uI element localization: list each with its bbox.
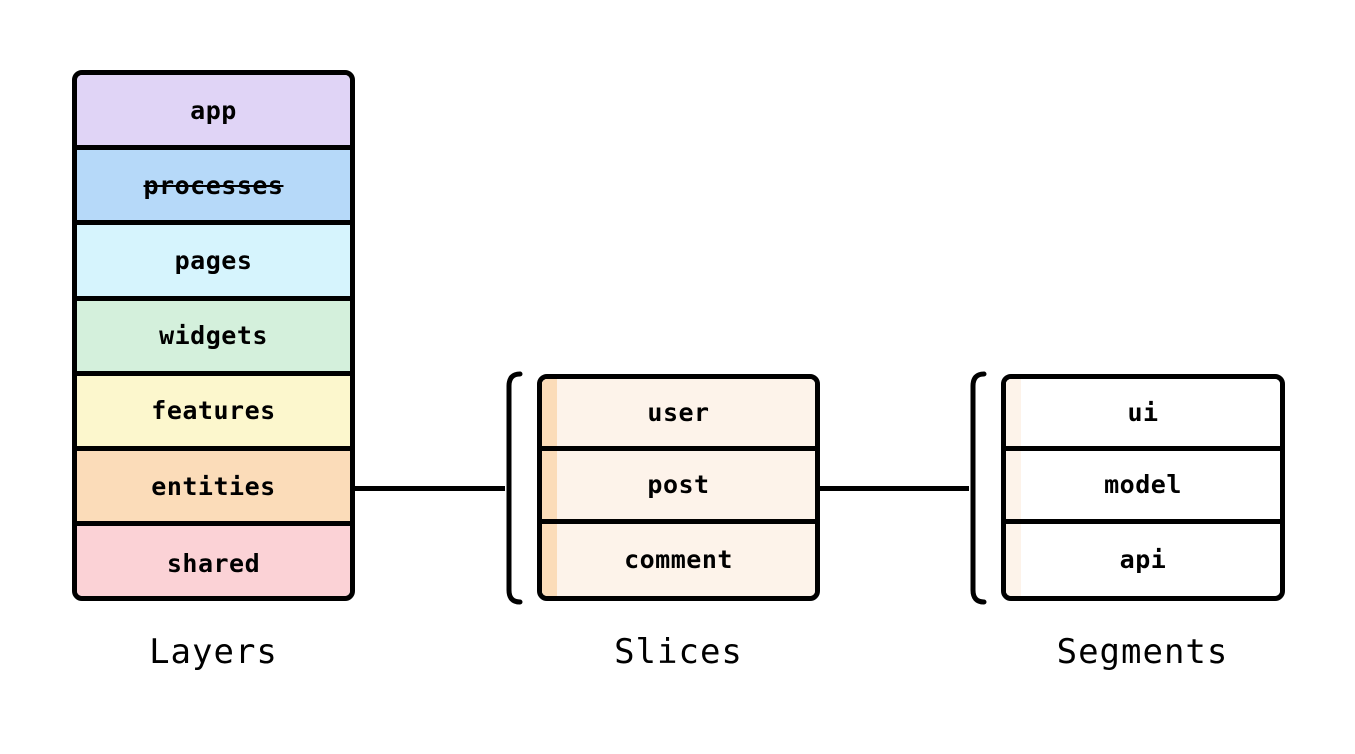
layer-label-shared: shared	[166, 549, 261, 579]
slice-row-post[interactable]: post	[542, 451, 815, 524]
segment-row-model[interactable]: model	[1006, 451, 1280, 524]
slice-row-user[interactable]: user	[542, 379, 815, 452]
connector-post-to-segments	[816, 486, 969, 491]
slice-stripe	[542, 451, 557, 519]
layer-label-entities: entities	[151, 471, 276, 501]
segment-stripe	[1006, 523, 1021, 596]
layer-label-processes: processes	[143, 170, 284, 200]
segment-label-ui: ui	[1127, 398, 1159, 428]
segment-stripe	[1006, 451, 1021, 519]
layer-row-shared[interactable]: shared	[77, 526, 350, 596]
bracket-segments-icon	[960, 370, 987, 606]
caption-segments: Segments	[1056, 632, 1229, 672]
layer-label-pages: pages	[174, 245, 253, 275]
layer-row-processes[interactable]: processes	[77, 150, 350, 226]
layer-row-features[interactable]: features	[77, 375, 350, 451]
segment-label-model: model	[1104, 470, 1182, 500]
segment-stripe	[1006, 379, 1021, 447]
connector-entities-to-slices	[352, 486, 505, 491]
segment-row-ui[interactable]: ui	[1006, 379, 1280, 452]
layer-row-app[interactable]: app	[77, 75, 350, 151]
slice-row-comment[interactable]: comment	[542, 523, 815, 596]
segment-row-api[interactable]: api	[1006, 523, 1280, 596]
layer-label-widgets: widgets	[159, 321, 268, 351]
bracket-slices-icon	[496, 370, 523, 606]
slice-label-post: post	[647, 470, 710, 500]
layer-row-pages[interactable]: pages	[77, 225, 350, 301]
layer-row-entities[interactable]: entities	[77, 450, 350, 527]
layers-group: app processes pages widgets features ent…	[72, 70, 355, 601]
caption-layers: Layers	[149, 632, 278, 672]
slice-label-comment: comment	[624, 545, 733, 575]
layer-label-app: app	[190, 95, 237, 125]
layer-row-widgets[interactable]: widgets	[77, 300, 350, 376]
slice-stripe	[542, 379, 557, 447]
caption-slices: Slices	[614, 632, 743, 672]
slice-label-user: user	[647, 398, 710, 428]
layer-label-features: features	[151, 396, 276, 426]
segment-label-api: api	[1119, 545, 1167, 575]
segments-group: ui model api	[1001, 374, 1285, 601]
slices-group: user post comment	[537, 374, 820, 601]
slice-stripe	[542, 523, 557, 596]
